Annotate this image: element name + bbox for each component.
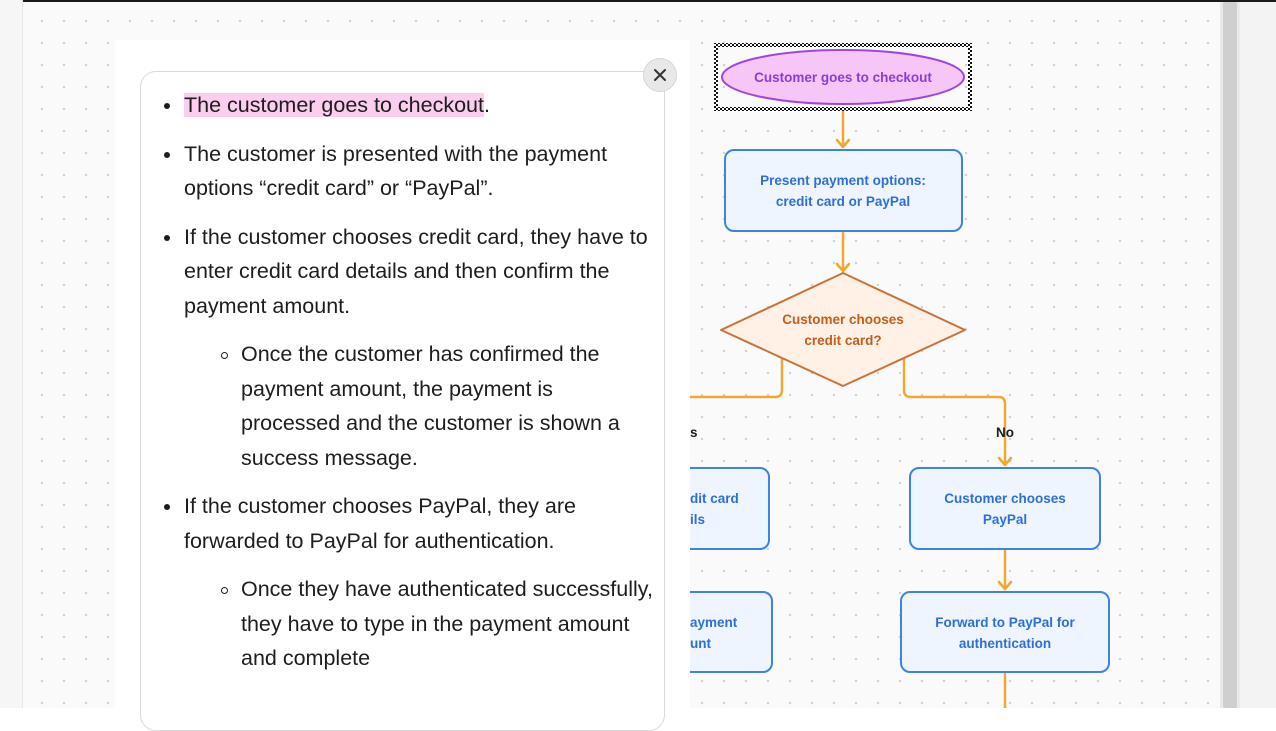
enter-details-line1: dit card	[690, 491, 739, 506]
sub-list-item[interactable]: Once they have authenticated successfull…	[221, 572, 653, 676]
list-item[interactable]: The customer is presented with the payme…	[163, 137, 653, 206]
decision-node[interactable]	[720, 272, 966, 387]
confirm-amount-line1: ayment	[690, 615, 738, 630]
paypal-line2: PayPal	[983, 512, 1027, 527]
present-options-line2: credit card or PayPal	[776, 194, 910, 209]
requirements-list: The customer goes to checkout. The custo…	[163, 88, 653, 690]
start-node[interactable]	[721, 49, 965, 105]
forward-paypal-line2: authentication	[959, 636, 1051, 651]
forward-paypal-node[interactable]	[900, 591, 1110, 673]
window-top-border	[0, 0, 1276, 2]
arrowhead	[997, 456, 1013, 467]
list-item[interactable]: The customer goes to checkout.	[163, 88, 653, 123]
arrowhead	[835, 262, 851, 273]
no-label: No	[996, 425, 1014, 440]
scrollbar-thumb[interactable]	[1223, 2, 1237, 708]
yes-label: s	[690, 425, 698, 440]
connector-decision-yes	[688, 357, 784, 399]
list-item-suffix: .	[483, 93, 490, 117]
sub-list-item[interactable]: Once the customer has confirmed the paym…	[221, 337, 653, 475]
confirm-amount-line2: unt	[690, 636, 711, 651]
start-node-label: Customer goes to checkout	[754, 70, 932, 85]
right-edge	[1240, 2, 1276, 708]
paypal-line1: Customer chooses	[944, 491, 1066, 506]
close-button[interactable]	[643, 58, 677, 92]
list-item[interactable]: If the customer chooses credit card, the…	[163, 220, 653, 324]
flowchart: Customer goes to checkout Present paymen…	[559, 43, 1110, 708]
list-item[interactable]: If the customer chooses PayPal, they are…	[163, 489, 653, 558]
close-icon	[654, 69, 666, 81]
present-options-line1: Present payment options:	[760, 173, 926, 188]
arrowhead	[835, 138, 851, 149]
connector-decision-no	[902, 357, 1007, 466]
left-edge	[0, 0, 23, 708]
selection-frame[interactable]	[714, 43, 972, 111]
present-options-node[interactable]	[724, 149, 963, 232]
paypal-node[interactable]	[909, 467, 1101, 550]
decision-line1: Customer chooses	[782, 312, 904, 327]
highlighted-text[interactable]: The customer goes to checkout	[184, 93, 484, 117]
enter-details-line2: ils	[690, 512, 705, 527]
decision-line2: credit card?	[804, 333, 881, 348]
arrowhead	[997, 580, 1013, 591]
forward-paypal-line1: Forward to PayPal for	[935, 615, 1075, 630]
